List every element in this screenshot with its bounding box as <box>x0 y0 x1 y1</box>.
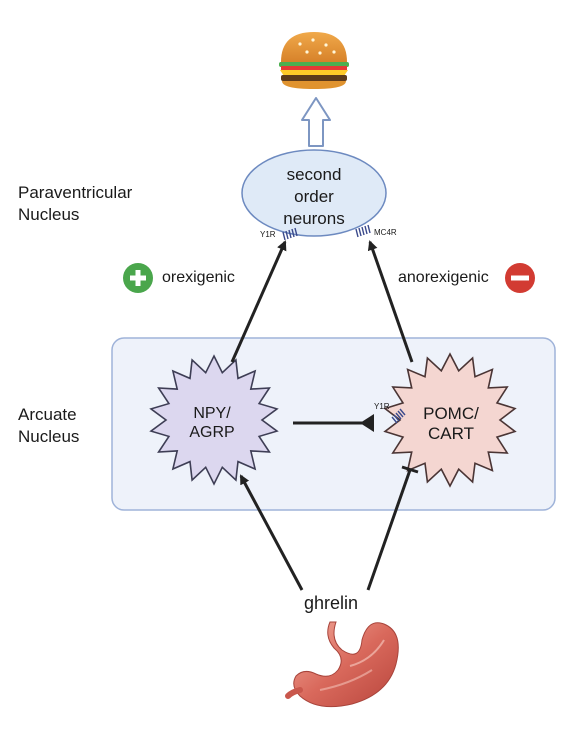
pomc-line1: POMC/ <box>423 404 479 423</box>
npy-agrp-neuron-node <box>149 354 279 486</box>
anorexigenic-label: anorexigenic <box>398 269 489 286</box>
paraventricular-nucleus-label: Paraventricular Nucleus <box>18 182 132 226</box>
mc4r-receptor-icon <box>355 224 371 238</box>
second-order-line1: second <box>286 165 342 184</box>
second-order-neurons-label: second order neurons <box>264 164 364 230</box>
second-order-line2: order <box>294 187 334 206</box>
arcuate-line2: Nucleus <box>18 427 80 446</box>
pomc-to-second-order-arrow <box>367 240 414 363</box>
paraventricular-line1: Paraventricular <box>18 183 133 202</box>
y1r-receptor-icon <box>282 227 298 241</box>
ghrelin-label: ghrelin <box>304 593 359 613</box>
second-order-line3: neurons <box>283 209 345 228</box>
mc4r-receptor-label: MC4R <box>374 228 397 237</box>
y1r-pomc-receptor-label: Y1R <box>374 402 390 411</box>
pomc-cart-label: POMC/ CART <box>416 404 486 444</box>
y1r-receptor-label: Y1R <box>260 230 276 239</box>
plus-circle-icon <box>123 263 153 293</box>
arcuate-line1: Arcuate <box>18 405 77 424</box>
stomach-icon <box>285 621 399 708</box>
ghrelin-to-npy-arrow <box>239 474 304 591</box>
ghrelin-inhibits-pomc-bar <box>401 465 419 474</box>
npy-agrp-label: NPY/ AGRP <box>182 404 242 442</box>
ghrelin-inhibits-pomc-line <box>366 469 412 591</box>
second-order-neurons-node <box>241 149 387 237</box>
paraventricular-line2: Nucleus <box>18 205 80 224</box>
pomc-cart-neuron-node <box>383 352 517 488</box>
npy-inhibits-pomc-head <box>360 414 374 432</box>
pomc-line2: CART <box>428 424 474 443</box>
minus-circle-icon <box>505 263 535 293</box>
npy-line2: AGRP <box>189 424 235 441</box>
feeding-arrow <box>301 97 331 147</box>
y1r-pomc-receptor-icon <box>391 408 406 424</box>
arcuate-nucleus-label: Arcuate Nucleus <box>18 404 79 448</box>
npy-to-second-order-arrow <box>230 240 287 363</box>
npy-line1: NPY/ <box>193 405 231 422</box>
orexigenic-label: orexigenic <box>162 269 235 286</box>
hamburger-icon <box>279 32 349 89</box>
